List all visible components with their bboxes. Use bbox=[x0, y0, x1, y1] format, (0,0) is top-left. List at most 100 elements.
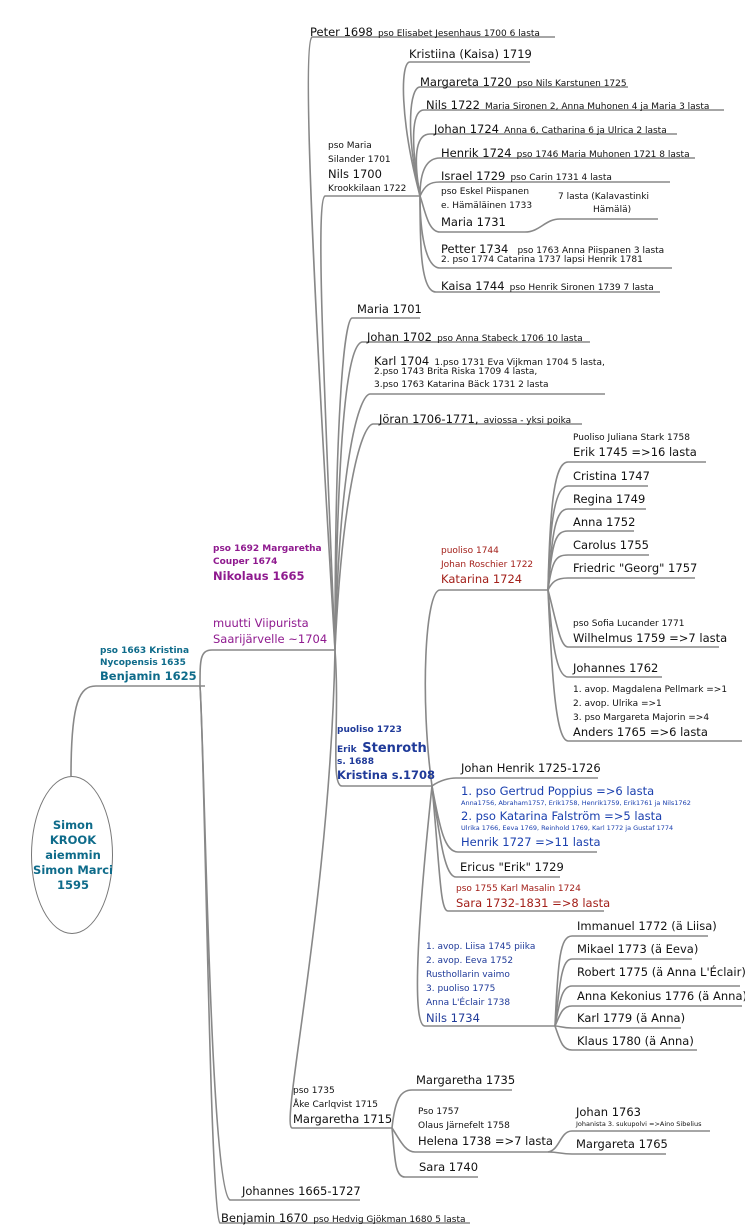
nils1734-spouse-line4: 3. puoliso 1775 bbox=[426, 984, 496, 994]
nils1734-spouse-line3: Rusthollarin vaimo bbox=[426, 970, 510, 980]
henrik-1724-name: Henrik 1724 bbox=[441, 146, 512, 160]
henrik1727-spouse1: 1. pso Gertrud Poppius =>6 lasta bbox=[461, 784, 655, 798]
kristina-spouse-line1: puoliso 1723 bbox=[337, 725, 402, 735]
nils1734-spouse-line5: Anna L'Éclair 1738 bbox=[426, 998, 511, 1008]
johan-1702: Johan 1702 pso Anna Stabeck 1706 10 last… bbox=[367, 327, 583, 345]
mikael-1773: Mikael 1773 (ä Eeva) bbox=[577, 942, 699, 956]
maria1731-spouse-line2: e. Hämäläinen 1733 bbox=[441, 201, 533, 211]
kristina-spouse-firstname: Erik bbox=[337, 745, 357, 755]
erik1745-spouse: Puoliso Juliana Stark 1758 bbox=[573, 433, 690, 443]
maria1731-children-line1: 7 lasta (Kalavastinki bbox=[558, 192, 649, 202]
henrik1727-children1: Anna1756, Abraham1757, Erik1758, Henrik1… bbox=[461, 799, 691, 807]
margareta-1720-name: Margareta 1720 bbox=[420, 75, 512, 89]
wilhelmus-1759: Wilhelmus 1759 =>7 lasta bbox=[573, 631, 728, 645]
johan-henrik-1725: Johan Henrik 1725-1726 bbox=[461, 761, 601, 775]
anders-1765: Anders 1765 =>6 lasta bbox=[573, 725, 708, 739]
cristina-1747: Cristina 1747 bbox=[573, 469, 650, 483]
margaretha-1735: Margaretha 1735 bbox=[416, 1073, 516, 1087]
peter-1698-name: Peter 1698 bbox=[310, 25, 373, 39]
root-name-line3: aiemmin bbox=[45, 848, 101, 862]
klaus-1780: Klaus 1780 (ä Anna) bbox=[577, 1034, 694, 1048]
benjamin-spouse-line2: Nycopensis 1635 bbox=[100, 658, 186, 668]
sara1732-spouse: pso 1755 Karl Masalin 1724 bbox=[456, 884, 581, 894]
nils1734-spouse-line2: 2. avop. Eeva 1752 bbox=[426, 956, 514, 966]
ericus-1729: Ericus "Erik" 1729 bbox=[460, 860, 564, 874]
nils-1734-name: Nils 1734 bbox=[426, 1011, 480, 1025]
nils1734-spouse-line1: 1. avop. Liisa 1745 piika bbox=[426, 942, 536, 952]
israel-1729-name: Israel 1729 bbox=[441, 169, 506, 183]
henrik-1727-name: Henrik 1727 =>11 lasta bbox=[461, 835, 601, 849]
sara-1732-name: Sara 1732-1831 =>8 lasta bbox=[456, 896, 611, 910]
karl-1704-name: Karl 1704 bbox=[374, 354, 430, 368]
kristina-1708-name: Kristina s.1708 bbox=[337, 768, 435, 782]
root-node-oval bbox=[31, 776, 113, 934]
maria1731-children-line2: Hämälä) bbox=[593, 205, 632, 215]
joran-1706-name: Jöran 1706-1771, bbox=[379, 412, 479, 426]
johan1763-note: Johanista 3. sukupolvi =>Aino Sibelius bbox=[576, 1120, 702, 1128]
johan-1724-note: Anna 6, Catharina 6 ja Ulrica 2 lasta bbox=[504, 126, 667, 136]
henrik1727-children2: Ulrika 1766, Eeva 1769, Reinhold 1769, K… bbox=[461, 824, 674, 832]
anders-spouse-line2: 2. avop. Ulrika =>1 bbox=[573, 699, 662, 709]
margaretha1715-spouse-line2: Åke Carlqvist 1715 bbox=[293, 1100, 378, 1110]
maria-1701: Maria 1701 bbox=[357, 302, 422, 316]
root-name-line5: 1595 bbox=[56, 878, 89, 892]
erik-1745: Erik 1745 =>16 lasta bbox=[573, 445, 697, 459]
benjamin-spouse-line1: pso 1663 Kristina bbox=[100, 646, 190, 656]
kaisa-1744-name: Kaisa 1744 bbox=[441, 279, 505, 293]
nikolaus-spouse-line1: pso 1692 Margaretha bbox=[213, 544, 322, 554]
anders-spouse-line3: 3. pso Margareta Majorin =>4 bbox=[573, 713, 710, 723]
petter-1734: Petter 1734 pso 1763 Anna Piispanen 3 la… bbox=[441, 239, 664, 257]
peter-1698-note: pso Elisabet Jesenhaus 1700 6 lasta bbox=[377, 29, 540, 39]
nils1700-spouse-line1: pso Maria bbox=[328, 141, 372, 151]
nils-1722-name: Nils 1722 bbox=[426, 98, 480, 112]
benjamin-1670-note: pso Hedvig Gjökman 1680 5 lasta bbox=[313, 1215, 466, 1225]
petter-1734-note1: pso 1763 Anna Piispanen 3 lasta bbox=[517, 246, 665, 256]
henrik1727-spouse2: 2. pso Katarina Falström =>5 lasta bbox=[461, 809, 663, 823]
helena-spouse-line2: Olaus Järnefelt 1758 bbox=[418, 1121, 510, 1131]
margareta-1720: Margareta 1720 pso Nils Karstunen 1725 bbox=[420, 72, 627, 90]
maria-1731-name: Maria 1731 bbox=[441, 215, 506, 229]
kristina-spouse-surname: Stenroth bbox=[362, 741, 427, 756]
johan-1763: Johan 1763 bbox=[576, 1105, 641, 1119]
anna-1752: Anna 1752 bbox=[573, 515, 636, 529]
wilhelmus-spouse: pso Sofia Lucander 1771 bbox=[573, 619, 685, 629]
nils1700-place: Krookkilaan 1722 bbox=[328, 184, 407, 194]
helena-1738: Helena 1738 =>7 lasta bbox=[418, 1134, 553, 1148]
henrik-1724: Henrik 1724 pso 1746 Maria Muhonen 1721 … bbox=[441, 143, 690, 161]
immanuel-1772: Immanuel 1772 (ä Liisa) bbox=[577, 919, 717, 933]
karl-1779: Karl 1779 (ä Anna) bbox=[577, 1011, 686, 1025]
nils-1722-note: Maria Sironen 2, Anna Muhonen 4 ja Maria… bbox=[485, 102, 710, 112]
nils-1700-name: Nils 1700 bbox=[328, 167, 382, 181]
nikolaus-1665-name: Nikolaus 1665 bbox=[213, 569, 305, 583]
margaretha1715-spouse-line1: pso 1735 bbox=[293, 1086, 335, 1096]
johan-1724: Johan 1724 Anna 6, Catharina 6 ja Ulrica… bbox=[434, 119, 667, 137]
benjamin-1670: Benjamin 1670 pso Hedvig Gjökman 1680 5 … bbox=[221, 1208, 466, 1226]
katarina-spouse-line1: puoliso 1744 bbox=[441, 546, 499, 556]
root-name-line2: KROOK bbox=[49, 833, 97, 847]
maria1731-spouse-line1: pso Eskel Piispanen bbox=[441, 187, 530, 197]
johan-1702-note: pso Anna Stabeck 1706 10 lasta bbox=[437, 334, 583, 344]
johannes-1762: Johannes 1762 bbox=[573, 661, 659, 675]
petter1734-note2: 2. pso 1774 Catarina 1737 lapsi Henrik 1… bbox=[441, 255, 643, 265]
israel-1729: Israel 1729 pso Carin 1731 4 lasta bbox=[441, 166, 612, 184]
nikolaus-spouse-line2: Couper 1674 bbox=[213, 557, 278, 567]
karl-1704-note1: 1.pso 1731 Eva Vijkman 1704 5 lasta, bbox=[434, 358, 605, 368]
benjamin-1625-name: Benjamin 1625 bbox=[100, 669, 197, 683]
anders-spouse-line1: 1. avop. Magdalena Pellmark =>1 bbox=[573, 685, 728, 695]
margareta-1720-note: pso Nils Karstunen 1725 bbox=[516, 79, 627, 89]
peter-1698: Peter 1698 pso Elisabet Jesenhaus 1700 6… bbox=[310, 22, 540, 40]
margareta-1765: Margareta 1765 bbox=[576, 1137, 668, 1151]
kaisa-1744: Kaisa 1744 pso Henrik Sironen 1739 7 las… bbox=[441, 276, 654, 294]
karl1704-note3: 3.pso 1763 Katarina Bäck 1731 2 lasta bbox=[374, 380, 549, 390]
nils-1722: Nils 1722 Maria Sironen 2, Anna Muhonen … bbox=[426, 95, 709, 113]
benjamin-1670-name: Benjamin 1670 bbox=[221, 1211, 309, 1225]
katarina-spouse-line2: Johan Roschier 1722 bbox=[441, 560, 534, 570]
kristiina-1719: Kristiina (Kaisa) 1719 bbox=[409, 47, 532, 61]
joran-1706: Jöran 1706-1771, aviossa - yksi poika bbox=[379, 409, 571, 427]
anna-kekonius-1776: Anna Kekonius 1776 (ä Anna) bbox=[577, 989, 745, 1003]
katarina-1724-name: Katarina 1724 bbox=[441, 572, 523, 586]
friedric-1757: Friedric "Georg" 1757 bbox=[573, 561, 698, 575]
robert-1775: Robert 1775 (ä Anna L'Éclair) bbox=[577, 965, 745, 979]
kristina-spouse-line2: Erik Stenroth bbox=[337, 738, 427, 757]
